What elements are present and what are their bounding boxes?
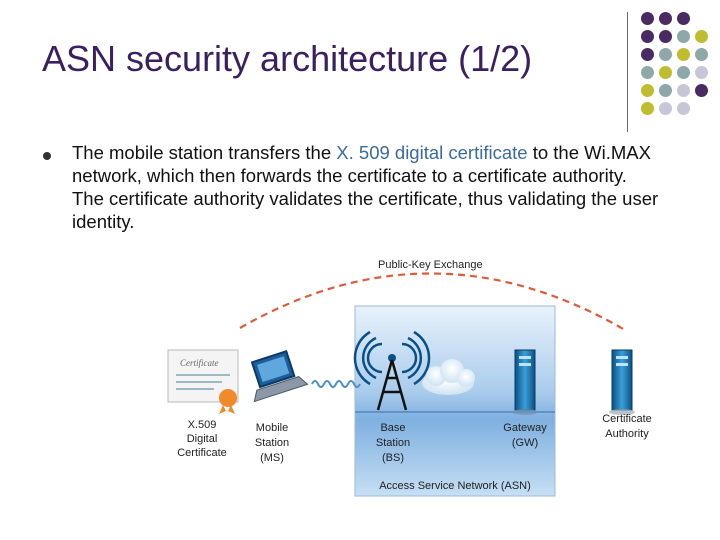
decor-dot (695, 66, 708, 79)
decor-dot (659, 84, 672, 97)
bullet-marker (43, 152, 51, 160)
label-ca-line1: Certificate (602, 413, 652, 425)
decor-dot (695, 30, 708, 43)
decor-dot (677, 66, 690, 79)
decor-dot (695, 48, 708, 61)
decor-dot (659, 30, 672, 43)
slide-title: ASN security architecture (1/2) (42, 38, 533, 79)
decor-dot (659, 48, 672, 61)
decor-dot (677, 30, 690, 43)
decor-dot (659, 102, 672, 115)
label-bs-line1: Base (380, 422, 405, 434)
certificate-seal-icon (219, 389, 237, 407)
label-bs-line2: Station (376, 437, 410, 449)
decor-dot (641, 30, 654, 43)
decor-dot (641, 66, 654, 79)
certificate-heading: Certificate (180, 358, 219, 368)
laptop-icon (250, 349, 309, 403)
decor-dot (677, 84, 690, 97)
decor-divider-line (627, 12, 628, 132)
bullet-text: The mobile station transfers the X. 509 … (72, 141, 662, 233)
label-ca-line2: Authority (605, 428, 649, 440)
decor-dot (641, 84, 654, 97)
gateway-server-icon (512, 349, 538, 415)
bullet-text-end: to the Wi.MAX network, which then forwar… (72, 142, 659, 232)
label-ms-line2: Station (255, 437, 289, 449)
bullet-text-highlight: X. 509 digital certificate (336, 142, 528, 163)
decor-dot (641, 12, 654, 25)
decor-dot (695, 84, 708, 97)
label-bs-line3: (BS) (382, 452, 404, 464)
certificate-icon: Certificate (167, 349, 239, 414)
label-gw-line1: Gateway (503, 422, 547, 434)
label-gw-line2: (GW) (512, 437, 538, 449)
label-ms-line3: (MS) (260, 452, 284, 464)
network-cloud-icon (422, 359, 475, 395)
certificate-authority-server-icon (609, 349, 635, 415)
bullet-text-start: The mobile station transfers the (72, 142, 337, 163)
decor-dot (677, 102, 690, 115)
label-cert-line1: X.509 (188, 419, 217, 431)
public-key-exchange-label: Public-Key Exchange (378, 259, 483, 271)
decor-dot (677, 12, 690, 25)
base-station-tower-icon (353, 330, 431, 411)
decor-dot (659, 12, 672, 25)
label-asn: Access Service Network (ASN) (379, 480, 531, 492)
label-cert-line2: Digital (187, 433, 218, 445)
label-ms-line1: Mobile (256, 422, 288, 434)
decor-dot (659, 66, 672, 79)
decor-dot (641, 102, 654, 115)
wireless-signal-waves (311, 380, 361, 388)
label-cert-line3: Certificate (177, 447, 227, 459)
decor-dot (641, 48, 654, 61)
decor-dot (677, 48, 690, 61)
